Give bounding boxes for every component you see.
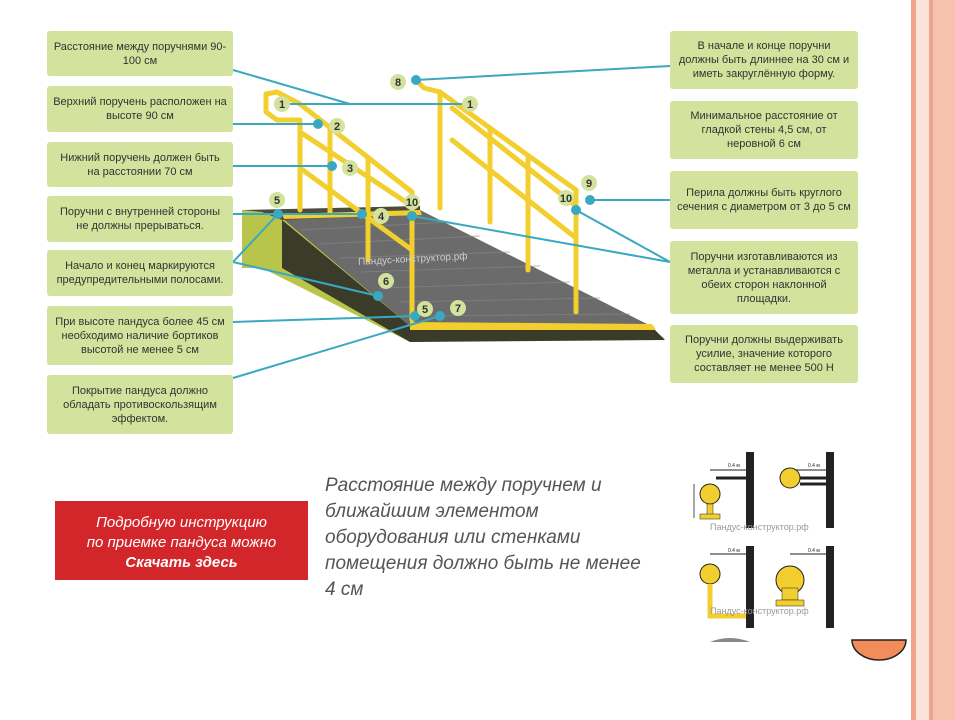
marker-badge [342,160,358,176]
callout-rail-diameter: Перила должны быть круглого сечения с ди… [670,171,858,229]
marker-dot [585,195,595,205]
callout-rail-spacing: Расстояние между поручнями 90-100 см [47,31,233,76]
download-instruction-button[interactable]: Подробную инструкцию по приемке пандуса … [55,501,308,580]
download-line-1: Подробную инструкцию [96,514,267,531]
marker-badge [274,96,290,112]
marker-badge [378,273,394,289]
marker-number: 3 [347,163,353,175]
marker-number: 7 [455,303,461,315]
profile-l-bracket: 0.4 м [699,546,754,628]
marker-number: 1 [467,99,473,111]
warning-stripe-bottom [410,322,656,330]
profile-dim: 0.4 м [808,548,820,554]
marker-number: 5 [274,195,280,207]
marker-number: 8 [395,77,401,89]
callout-upper-rail-height: Верхний поручень расположен на высоте 90… [47,86,233,132]
distance-note: Расстояние между поручнем и ближайшим эл… [325,475,641,600]
marker-number: 4 [378,211,385,223]
profile-mushroom: 0.4 м [775,546,834,628]
marker-number: 5 [422,304,428,316]
callout-rail-extension: В начале и конце поручни должны быть дли… [670,31,858,89]
marker-dot [571,205,581,215]
profile-round-bracket: 0.4 м [693,452,754,528]
marker-badge [390,74,406,90]
ramp-illustration [232,65,671,379]
download-line-2: по приемке пандуса можно [86,534,277,551]
download-link[interactable]: Скачать здесь [125,554,238,571]
marker-badge [558,190,574,206]
marker-badge [417,301,433,317]
marker-dot [411,75,421,85]
marker-badge [581,175,597,191]
callout-continuous-rail: Поручни с внутренней стороны не должны п… [47,196,233,242]
callout-wall-distance: Минимальное расстояние от гладкой стены … [670,101,858,159]
callout-anti-slip: Покрытие пандуса должно обладать противо… [47,375,233,434]
marker-dot [327,161,337,171]
frame-stripe [916,0,929,720]
connector-lines [232,65,671,379]
profile-wall-mount: 0.4 м [779,452,834,528]
frame-stripe [911,0,916,720]
marker-badge [373,208,389,224]
marker-dot [373,291,383,301]
callout-lower-rail-height: Нижний поручень должен быть на расстояни… [47,142,233,187]
profile-dim: 0.4 м [728,548,740,554]
marker-number: 10 [406,197,418,209]
marker-badge [404,194,420,210]
decorative-semicircle [851,639,907,661]
profile-dim: 0.4 м [808,463,820,469]
profile-watermark: Пандус-конструктор.рф [710,522,809,532]
profile-base [710,638,750,642]
marker-dot [435,311,445,321]
marker-badge [269,192,285,208]
marker-badge [329,118,345,134]
marker-badge [450,300,466,316]
frame-stripe [933,0,955,720]
rail-profiles: 0.4 м 0.4 м Пандус-конструктор.рф 0.4 м … [693,452,834,642]
callout-load: Поручни должны выдерживать усилие, значе… [670,325,858,383]
frame-stripe [929,0,933,720]
marker-number: 1 [279,99,285,111]
handrail-right [413,77,579,315]
callout-warning-stripes: Начало и конец маркируются предупредител… [47,250,233,296]
marker-dot [410,311,420,321]
profile-watermark: Пандус-конструктор.рф [710,606,809,616]
marker-dot [357,209,367,219]
marker-number: 9 [586,178,592,190]
marker-number: 10 [560,193,572,205]
marker-badge [462,96,478,112]
profile-dim: 0.4 м [728,463,740,469]
marker-dot [313,119,323,129]
marker-number: 2 [334,121,340,133]
marker-number: 6 [383,276,389,288]
ramp-side [282,220,410,342]
marker-dot [273,209,283,219]
callout-rail-material: Поручни изготавливаются из металла и уст… [670,241,858,314]
right-frame [911,0,955,720]
callout-curbs: При высоте пандуса более 45 см необходим… [47,306,233,365]
markers-layer: 1 1 2 3 4 5 5 6 7 8 9 10 10 [269,74,597,321]
marker-dot [407,211,417,221]
